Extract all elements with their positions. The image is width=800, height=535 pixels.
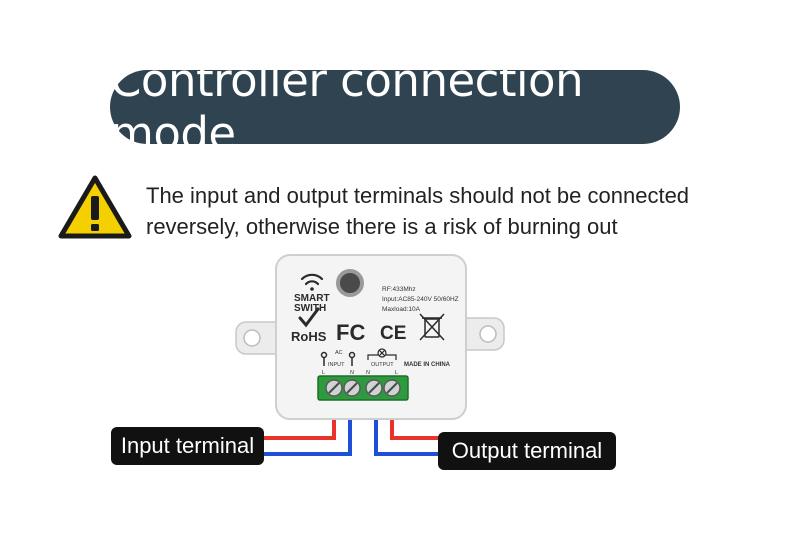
brand-line-1: SMART — [294, 293, 330, 304]
page-title: Controller connection mode — [110, 54, 584, 160]
ce-mark: CE — [380, 323, 406, 344]
terminal-block — [317, 375, 409, 401]
ac-label: AC — [335, 350, 343, 356]
input-pin-icons — [320, 351, 356, 366]
terminal-screw-1[interactable] — [325, 379, 343, 397]
lamp-icon — [367, 348, 397, 360]
warning-line-2: reversely, otherwise there is a risk of … — [146, 214, 618, 239]
rohs-mark: RoHS — [291, 329, 327, 344]
output-label: OUTPUT — [371, 362, 394, 368]
input-label: INPUT — [328, 362, 345, 368]
spec-rf: RF:433Mhz — [382, 286, 416, 293]
output-terminal-label: Output terminal — [438, 432, 616, 470]
brand-line-2: SWITH — [294, 303, 326, 314]
terminal-screw-3[interactable] — [365, 379, 383, 397]
spec-input: Input:AC85-240V 50/60HZ — [382, 296, 459, 303]
check-mark-icon — [298, 307, 320, 328]
warning-triangle-icon — [58, 175, 132, 239]
made-in-label: MADE IN CHINA — [404, 362, 451, 368]
warning-message: The input and output terminals should no… — [146, 180, 786, 242]
warning-line-1: The input and output terminals should no… — [146, 183, 690, 208]
input-terminal-label: Input terminal — [111, 427, 264, 465]
terminal-l-input: L — [322, 370, 325, 376]
weee-bin-icon — [419, 313, 445, 341]
terminal-screw-4[interactable] — [383, 379, 401, 397]
spec-load: Maxload:10A — [382, 306, 421, 313]
terminal-l-output: L — [395, 370, 398, 376]
pairing-button[interactable] — [336, 269, 364, 297]
terminal-screw-2[interactable] — [343, 379, 361, 397]
wifi-icon — [300, 273, 324, 291]
fc-mark: FC — [336, 320, 365, 345]
terminal-n-output: N — [366, 370, 370, 376]
terminal-n-input: N — [350, 370, 354, 376]
title-banner: Controller connection mode — [110, 54, 680, 160]
output-terminal-text: Output terminal — [451, 438, 603, 463]
input-terminal-text: Input terminal — [120, 433, 255, 458]
